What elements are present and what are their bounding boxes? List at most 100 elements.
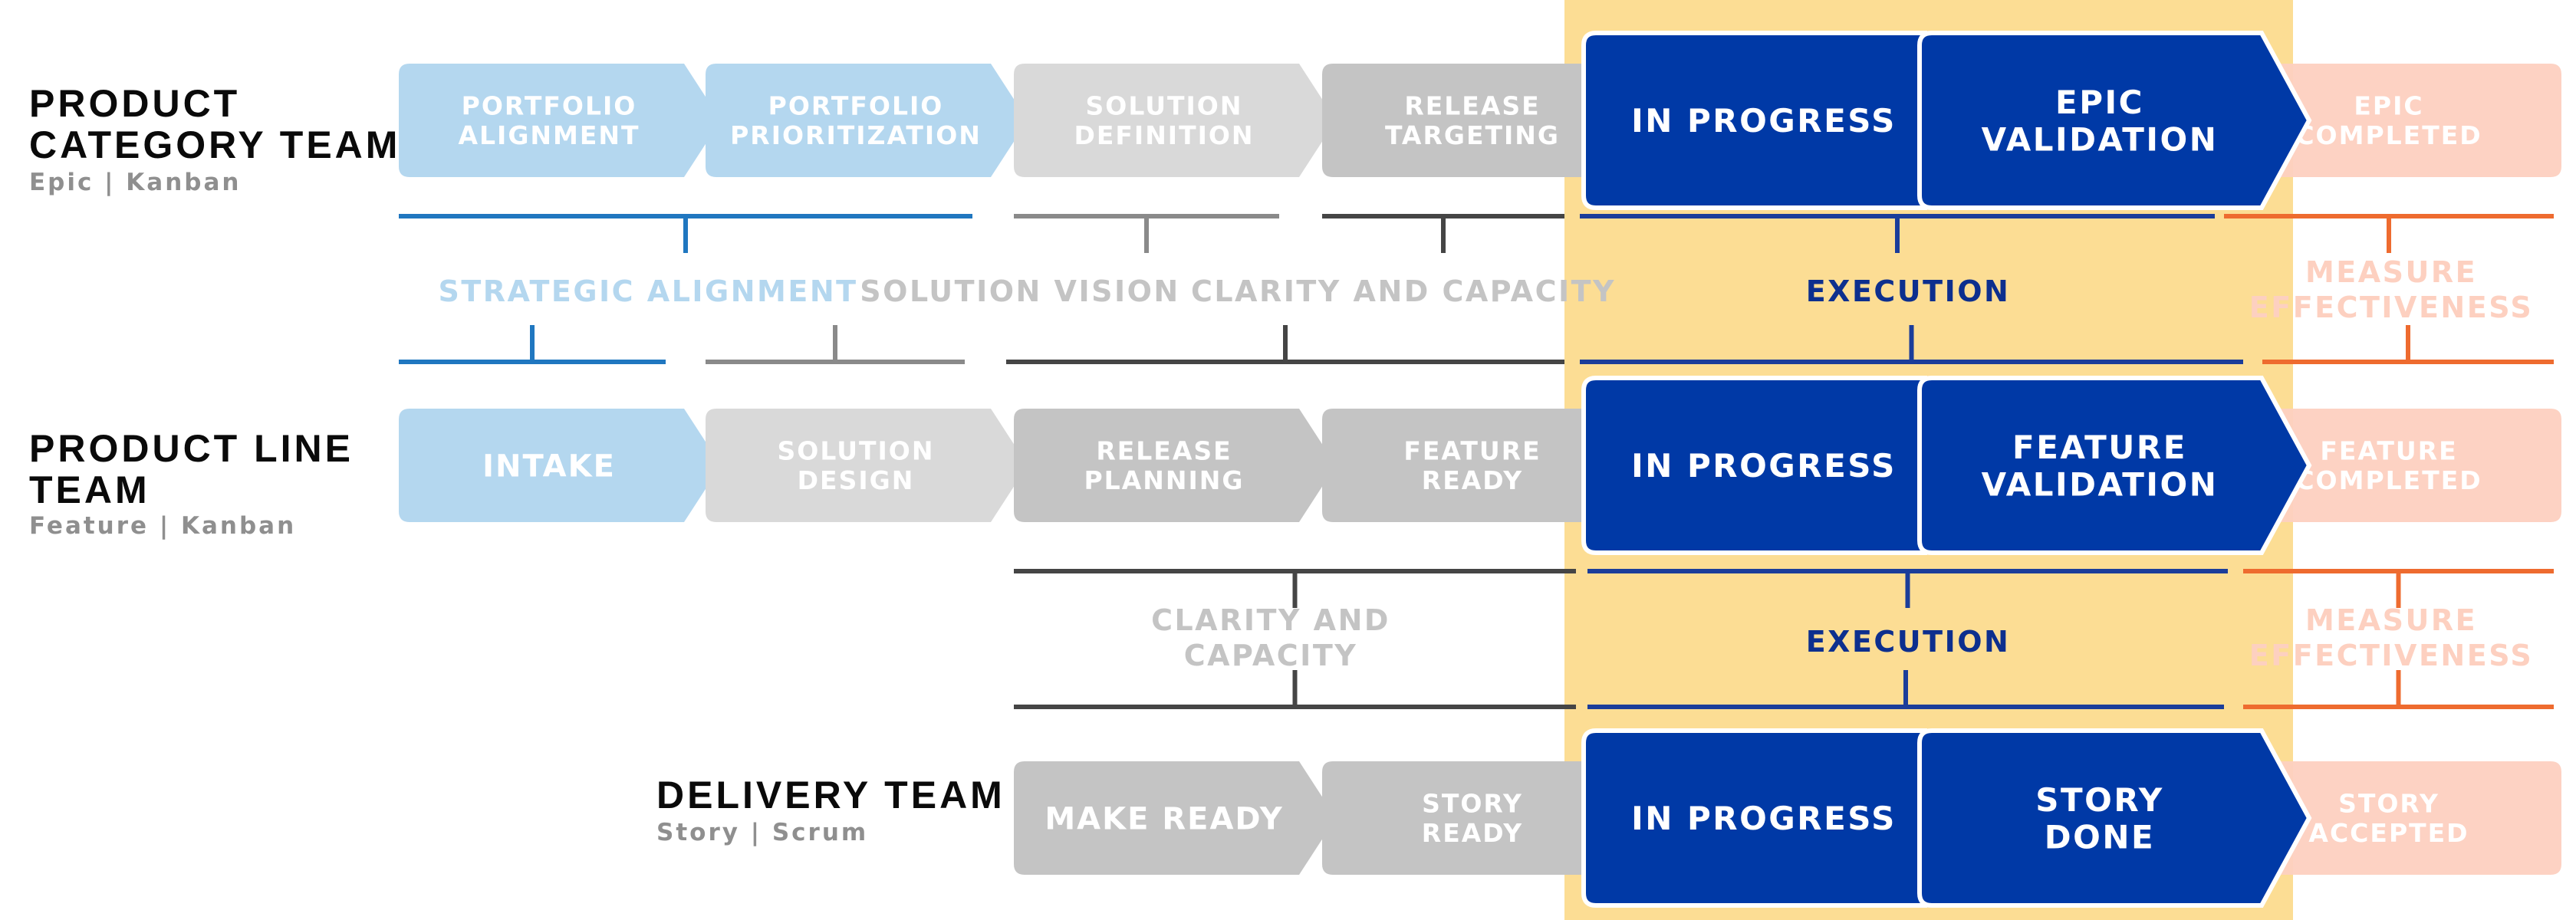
epic-stage-4-shape [1322, 64, 1644, 177]
feature-stage-3-shape [1014, 409, 1336, 522]
story-stage-3-shape [1581, 728, 1976, 908]
band1-group-1: STRATEGIC ALIGNMENT [438, 274, 857, 308]
epic-stage-4-label-line2: TARGETING [1385, 120, 1560, 150]
band1-group-2: SOLUTION VISION [860, 274, 1178, 308]
epic-stage-6-label-line1: EPIC [2055, 84, 2144, 121]
bracket-feature2-execution [1587, 569, 2228, 608]
epic-stage-7-label-line2: COMPLETED [2295, 120, 2482, 150]
bracket-feature-execution [1580, 325, 2243, 364]
story-stage-4-label-line2: DONE [2045, 818, 2155, 856]
feature-stage-5-label-line1: IN PROGRESS [1631, 447, 1897, 485]
epic-row: EPICCOMPLETEDPORTFOLIOALIGNMENTPORTFOLIO… [399, 31, 2561, 210]
story-stage-5-label-line2: ACCEPTED [2308, 818, 2469, 848]
band2-group-3-line2: EFFECTIVENESS [2249, 639, 2533, 672]
delivery-team-title-line1: DELIVERY TEAM [656, 774, 1005, 816]
band2-group-2: EXECUTION [1806, 625, 2011, 659]
epic-stage-5-label-line1: IN PROGRESS [1631, 102, 1897, 140]
epic-stage-3-label-line2: DEFINITION [1074, 120, 1254, 150]
story-stage-5-label-line1: STORY [2338, 789, 2439, 819]
delivery-team-title: DELIVERY TEAM [656, 774, 1005, 816]
feature-stage-6-label-line2: VALIDATION [1982, 465, 2219, 503]
feature-stage-2-shape [706, 409, 1028, 522]
delivery-team-subtitle: Story | Scrum [656, 819, 869, 846]
story-stage-1-label-line1: MAKE READY [1045, 801, 1283, 836]
bracket-epic-execution [1580, 214, 2215, 253]
feature-stage-3-label-line1: RELEASE [1096, 436, 1232, 466]
band1-group-1-line1: STRATEGIC ALIGNMENT [438, 274, 857, 308]
band2-group-1-line2: CAPACITY [1184, 639, 1358, 672]
band1-group-5-line2: EFFECTIVENESS [2249, 291, 2533, 324]
feature-stage-5-shape [1581, 376, 1976, 555]
bracket-epic-clarity [1322, 214, 1564, 253]
line-team-title: PRODUCT LINE TEAM [29, 428, 354, 511]
bracket-feature-measure [2262, 325, 2554, 364]
story-stage-1-shape [1014, 761, 1336, 875]
bracket-feature-strategic [399, 325, 666, 364]
feature-stage-4-label-line1: FEATURE [1403, 436, 1541, 466]
feature-stage-1: INTAKE [399, 409, 721, 522]
bracket-feature-solution [706, 325, 965, 364]
feature-stage-4-shape [1322, 409, 1644, 522]
feature-stage-5: IN PROGRESS [1581, 376, 1976, 555]
bracket-epic-strategic [399, 214, 972, 253]
category-team-title-line1: PRODUCT [29, 82, 241, 125]
bracket-epic-measure [2224, 214, 2554, 253]
epic-stage-4-label-line1: RELEASE [1404, 91, 1540, 121]
epic-stage-1-label-line2: ALIGNMENT [458, 120, 640, 150]
epic-stage-1-label-line1: PORTFOLIO [462, 91, 637, 121]
epic-stage-3-shape [1014, 64, 1336, 177]
bracket-epic-solution [1014, 214, 1279, 253]
band1-group-4: EXECUTION [1806, 274, 2011, 308]
epic-stage-1-shape [399, 64, 721, 177]
story-stage-1: MAKE READY [1014, 761, 1336, 875]
band1-group-3: CLARITY AND CAPACITY [1191, 274, 1616, 308]
feature-stage-1-label-line1: INTAKE [482, 449, 616, 484]
band1-group-4-line1: EXECUTION [1806, 274, 2011, 308]
bracket-feature2-measure [2243, 569, 2554, 608]
feature-stage-2-label-line2: DESIGN [798, 465, 915, 495]
story-stage-2-label-line2: READY [1422, 818, 1523, 848]
story-stage-4-label-line1: STORY [2035, 781, 2164, 819]
feature-stage-2-label-line1: SOLUTION [778, 436, 935, 466]
epic-stage-5-shape [1581, 31, 1976, 210]
story-stage-3-label-line1: IN PROGRESS [1631, 800, 1897, 837]
epic-stage-6-label-line2: VALIDATION [1982, 120, 2219, 158]
category-team-subtitle: Epic | Kanban [29, 169, 242, 196]
band2-group-1-line1: CLARITY AND [1151, 603, 1390, 637]
line-team-title-line1: PRODUCT LINE [29, 427, 354, 470]
bracket-story-clarity [1014, 670, 1576, 709]
epic-stage-6-shape [1917, 31, 2312, 210]
feature-stage-6-shape [1917, 376, 2312, 555]
category-team-title: PRODUCT CATEGORY TEAM [29, 83, 400, 166]
feature-stage-6-label-line1: FEATURE [2012, 429, 2187, 466]
band2-group-2-line1: EXECUTION [1806, 625, 2011, 659]
epic-stage-2-shape [706, 64, 1028, 177]
feature-stage-3-label-line2: PLANNING [1084, 465, 1245, 495]
line-team-title-line2: TEAM [29, 468, 150, 511]
band2-group-3-line1: MEASURE [2305, 603, 2477, 637]
bracket-story-execution [1587, 670, 2224, 709]
feature-stage-4-label-line2: READY [1422, 465, 1523, 495]
band1-group-3-line1: CLARITY AND CAPACITY [1191, 274, 1616, 308]
epic-stage-2-label-line1: PORTFOLIO [768, 91, 944, 121]
category-team-title-line2: CATEGORY TEAM [29, 123, 401, 166]
feature-stage-1-shape [399, 409, 721, 522]
